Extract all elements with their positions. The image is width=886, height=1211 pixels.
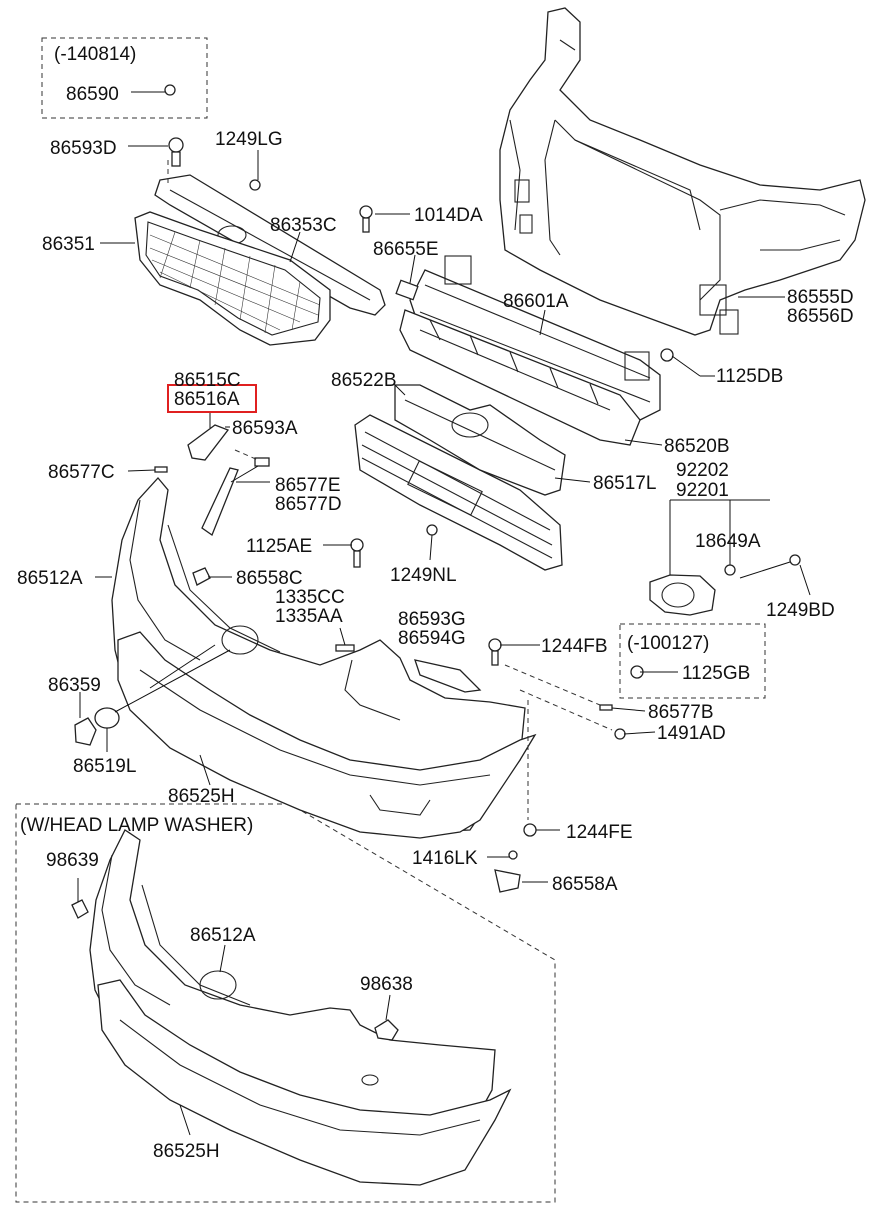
label-1125DB[interactable]: 1125DB xyxy=(716,366,783,387)
label-98639[interactable]: 98639 xyxy=(46,850,99,871)
label-1014DA[interactable]: 1014DA xyxy=(414,205,483,226)
grille-mount-bracket xyxy=(394,384,566,496)
label-86577D[interactable]: 86577D xyxy=(275,494,342,515)
box-label-100127: (-100127) xyxy=(627,633,709,654)
label-92202[interactable]: 92202 xyxy=(676,460,729,481)
box-label-headlamp-washer: (W/HEAD LAMP WASHER) xyxy=(20,815,253,836)
label-86517L[interactable]: 86517L xyxy=(593,473,656,494)
label-18649A[interactable]: 18649A xyxy=(695,531,761,552)
box-label-140814: (-140814) xyxy=(54,44,136,65)
highlight-box xyxy=(167,384,257,413)
label-1491AD[interactable]: 1491AD xyxy=(657,723,726,744)
small-fasteners xyxy=(74,84,801,893)
label-1249LG[interactable]: 1249LG xyxy=(215,129,283,150)
bumper-cover-washer-variant xyxy=(71,829,512,1186)
energy-absorber xyxy=(399,309,641,446)
label-86558A[interactable]: 86558A xyxy=(552,874,618,895)
label-1125GB[interactable]: 1125GB xyxy=(682,663,750,684)
label-86577C[interactable]: 86577C xyxy=(48,462,115,483)
variant-box-100127 xyxy=(619,623,766,699)
label-86577E[interactable]: 86577E xyxy=(275,475,341,496)
label-1335CC[interactable]: 1335CC xyxy=(275,587,345,608)
assembly-guides xyxy=(167,160,613,820)
label-1125AE[interactable]: 1125AE xyxy=(246,536,312,557)
lower-grille xyxy=(354,414,563,571)
label-1416LK[interactable]: 1416LK xyxy=(412,848,478,869)
label-86525H-washer[interactable]: 86525H xyxy=(153,1141,220,1162)
label-1249BD[interactable]: 1249BD xyxy=(766,600,835,621)
part-labels: (-140814) 86590 86593D 1249LG 86351 8635… xyxy=(17,44,854,1162)
leader-lines xyxy=(77,91,811,1136)
label-86351[interactable]: 86351 xyxy=(42,234,95,255)
label-86353C[interactable]: 86353C xyxy=(270,215,337,236)
radiator-support-frame xyxy=(499,7,866,336)
label-86593D[interactable]: 86593D xyxy=(50,138,117,159)
label-86593A[interactable]: 86593A xyxy=(232,418,298,439)
fog-lamp xyxy=(649,574,716,616)
label-1335AA[interactable]: 1335AA xyxy=(275,606,343,627)
label-86601A[interactable]: 86601A xyxy=(503,291,569,312)
radiator-grille xyxy=(134,211,331,346)
label-86522B[interactable]: 86522B xyxy=(331,370,397,391)
label-1249NL[interactable]: 1249NL xyxy=(390,565,457,586)
label-86512A-washer[interactable]: 86512A xyxy=(190,925,256,946)
bumper-beam xyxy=(409,255,661,421)
label-98638[interactable]: 98638 xyxy=(360,974,413,995)
headlamp-washer-box xyxy=(15,803,556,1203)
label-86512A[interactable]: 86512A xyxy=(17,568,83,589)
label-86556D[interactable]: 86556D xyxy=(787,306,854,327)
label-86555D[interactable]: 86555D xyxy=(787,287,854,308)
label-86520B[interactable]: 86520B xyxy=(664,436,730,457)
label-86594G[interactable]: 86594G xyxy=(398,628,466,649)
label-86525H[interactable]: 86525H xyxy=(168,786,235,807)
variant-box-140814 xyxy=(41,37,208,119)
label-92201[interactable]: 92201 xyxy=(676,480,729,501)
label-86590[interactable]: 86590 xyxy=(66,84,119,105)
label-1244FB[interactable]: 1244FB xyxy=(541,636,608,657)
label-86516A[interactable]: 86516A xyxy=(174,389,240,410)
label-86558C[interactable]: 86558C xyxy=(236,568,303,589)
grille-upper-bracket xyxy=(154,174,386,316)
label-86655E[interactable]: 86655E xyxy=(373,239,439,260)
label-86359[interactable]: 86359 xyxy=(48,675,101,696)
label-1244FE[interactable]: 1244FE xyxy=(566,822,633,843)
label-86577B[interactable]: 86577B xyxy=(648,702,714,723)
label-86515C[interactable]: 86515C xyxy=(174,370,241,391)
label-86593G[interactable]: 86593G xyxy=(398,609,466,630)
label-86519L[interactable]: 86519L xyxy=(73,756,136,777)
